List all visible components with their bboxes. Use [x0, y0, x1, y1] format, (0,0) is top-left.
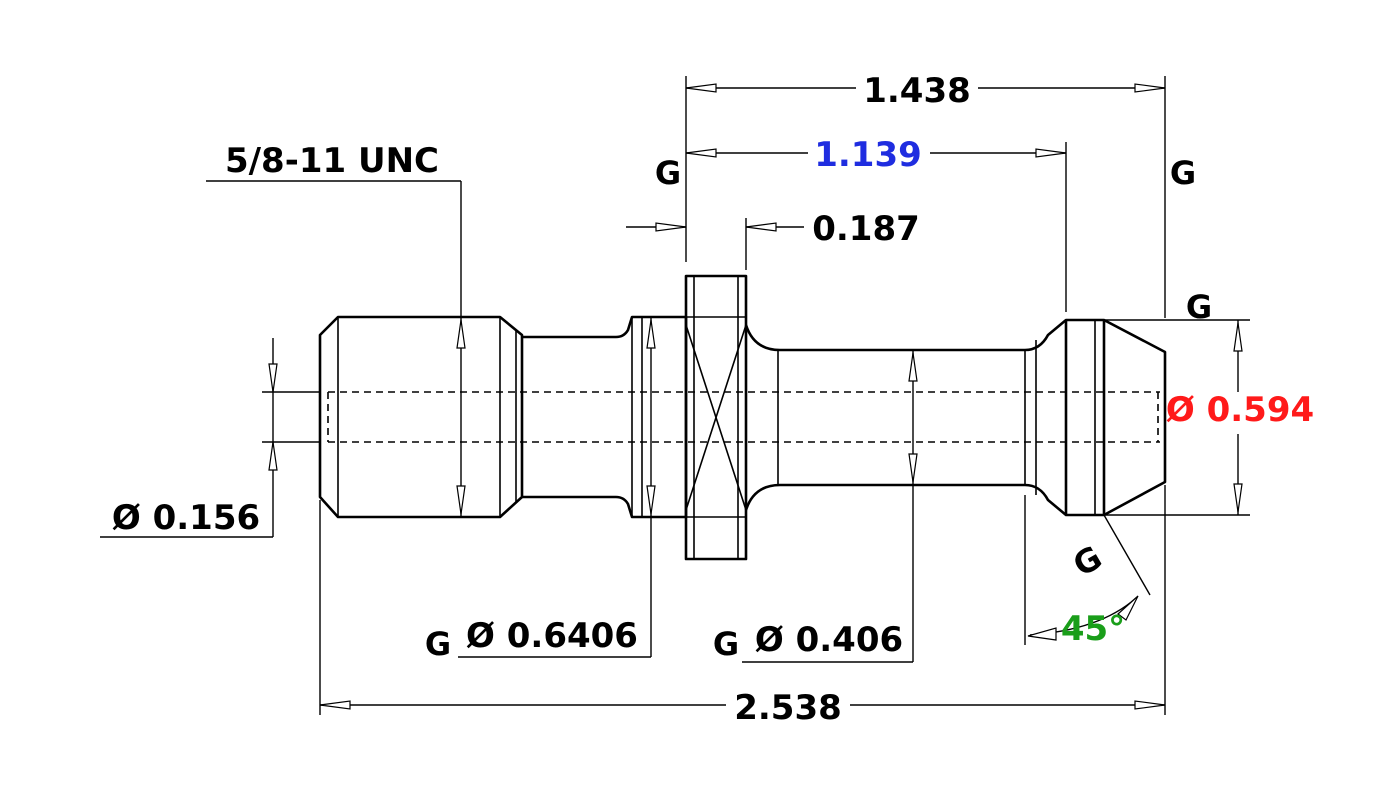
- dimensions: 1.438 1.139 0.187 5/8-11 UNC Ø 0.156: [100, 71, 1314, 728]
- gd-symbol-chamfer: G: [1067, 538, 1109, 584]
- gd-symbol-head: G: [1186, 288, 1212, 326]
- dim-flange-width: 0.187: [812, 209, 920, 249]
- dim-overall-length: 2.538: [734, 688, 842, 728]
- dim-neck-diameter: Ø 0.406: [755, 620, 903, 660]
- thread-section: [318, 315, 524, 519]
- dim-chamfer-angle: 45°: [1061, 609, 1125, 649]
- hex-flange: [684, 274, 748, 561]
- shank-section: [522, 315, 688, 519]
- gd-symbol-collar: G: [425, 625, 451, 663]
- dim-gauge-length: 1.139: [814, 135, 922, 175]
- thread-callout: 5/8-11 UNC: [225, 141, 439, 181]
- dim-head-length: 1.438: [863, 71, 971, 111]
- dim-head-diameter: Ø 0.594: [1166, 390, 1314, 430]
- dim-collar-diameter: Ø 0.6406: [466, 616, 638, 656]
- part-outline: [318, 274, 1167, 561]
- neck-section: [744, 318, 1167, 517]
- dim-bore-diameter: Ø 0.156: [112, 498, 260, 538]
- flange-cross-2: [685, 324, 747, 511]
- gd-symbol-right: G: [1170, 154, 1196, 192]
- gd-symbol-neck: G: [713, 625, 739, 663]
- gd-symbol-left: G: [655, 154, 681, 192]
